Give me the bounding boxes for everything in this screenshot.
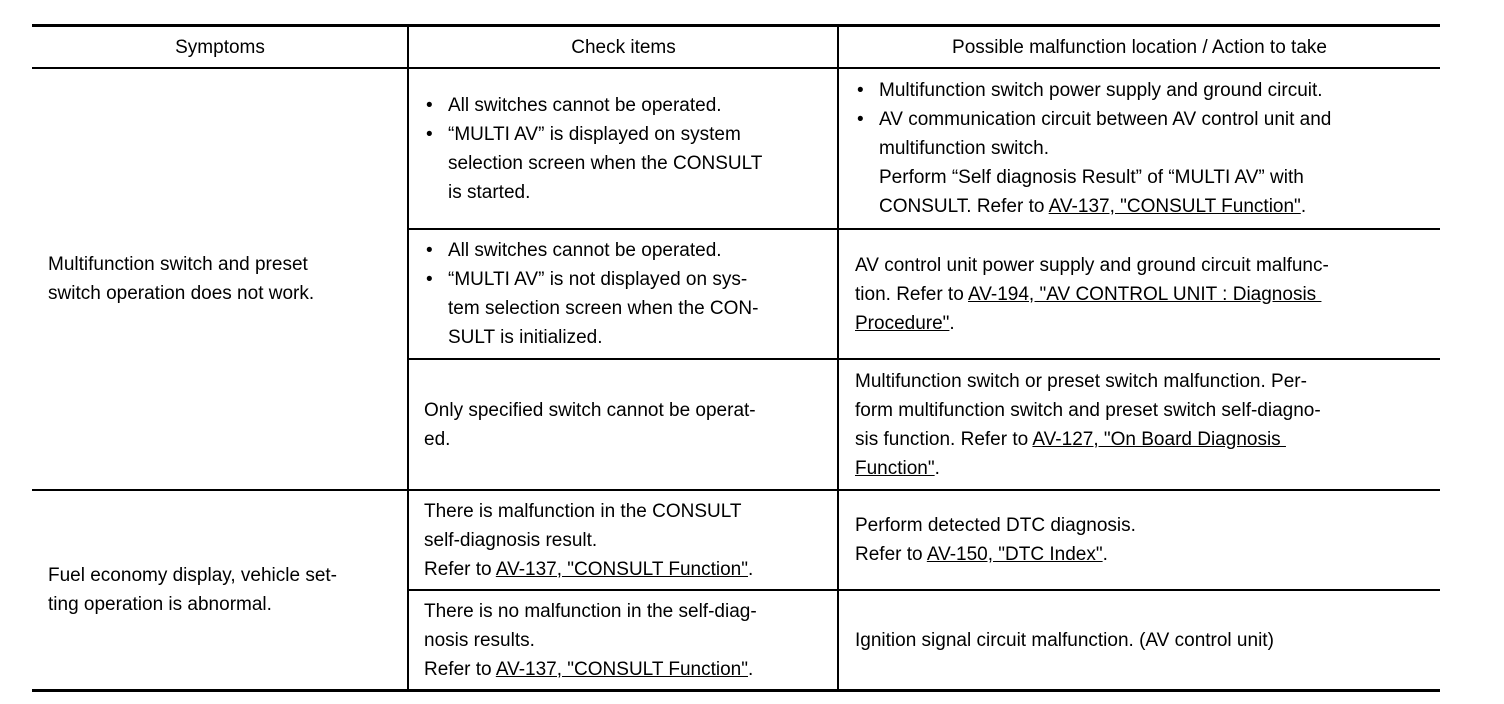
- reference-link[interactable]: AV-137, "CONSULT Function": [1048, 196, 1301, 217]
- reference-link[interactable]: Function": [855, 457, 935, 479]
- reference-link[interactable]: AV-127, "On Board Diagnosis: [1032, 428, 1286, 450]
- bullet-icon: •: [857, 109, 864, 130]
- row-divider: [408, 228, 1440, 230]
- action-cell: AV control unit power supply and ground …: [855, 254, 1329, 334]
- action-cell: •Multifunction switch power supply and g…: [855, 69, 1440, 228]
- reference-link[interactable]: AV-137, "CONSULT Function": [495, 558, 748, 580]
- reference-link[interactable]: AV-194, "AV CONTROL UNIT : Diagnosis: [968, 283, 1322, 305]
- table-bottom-border: [32, 689, 1440, 692]
- header-action: Possible malfunction location / Action t…: [952, 36, 1327, 58]
- symptom-cell: Multifunction switch and preset switch o…: [48, 254, 315, 304]
- action-cell: Ignition signal circuit malfunction. (AV…: [855, 629, 1274, 651]
- bullet-icon: •: [426, 94, 433, 116]
- column-divider: [407, 27, 409, 690]
- row-divider: [408, 589, 1440, 591]
- row-divider: [408, 358, 1440, 360]
- reference-link[interactable]: Procedure": [855, 312, 950, 334]
- bullet-icon: •: [426, 269, 433, 290]
- bullet-icon: •: [426, 123, 433, 145]
- reference-link[interactable]: AV-137, "CONSULT Function": [495, 658, 748, 680]
- bullet-icon: •: [857, 80, 864, 101]
- check-cell: There is malfunction in the CONSULT self…: [424, 500, 754, 580]
- symptom-cell: Fuel economy display, vehicle set- ting …: [48, 565, 337, 615]
- check-cell: Only specified switch cannot be operat- …: [424, 399, 756, 450]
- column-divider: [837, 27, 839, 690]
- header-bottom-border: [32, 67, 1440, 69]
- action-cell: Perform detected DTC diagnosis. Refer to…: [855, 515, 1136, 565]
- check-cell: •All switches cannot be operated. •“MULT…: [424, 230, 834, 358]
- check-cell: •All switches cannot be operated. •“MULT…: [424, 69, 834, 228]
- reference-link[interactable]: AV-150, "DTC Index": [926, 544, 1103, 565]
- header-symptoms: Symptoms: [175, 36, 265, 58]
- action-cell: Multifunction switch or preset switch ma…: [855, 370, 1321, 479]
- bullet-icon: •: [426, 240, 433, 261]
- header-check-items: Check items: [571, 36, 676, 58]
- table-top-border: [32, 24, 1440, 27]
- group-divider: [32, 489, 1440, 491]
- check-cell: There is no malfunction in the self-diag…: [424, 600, 757, 680]
